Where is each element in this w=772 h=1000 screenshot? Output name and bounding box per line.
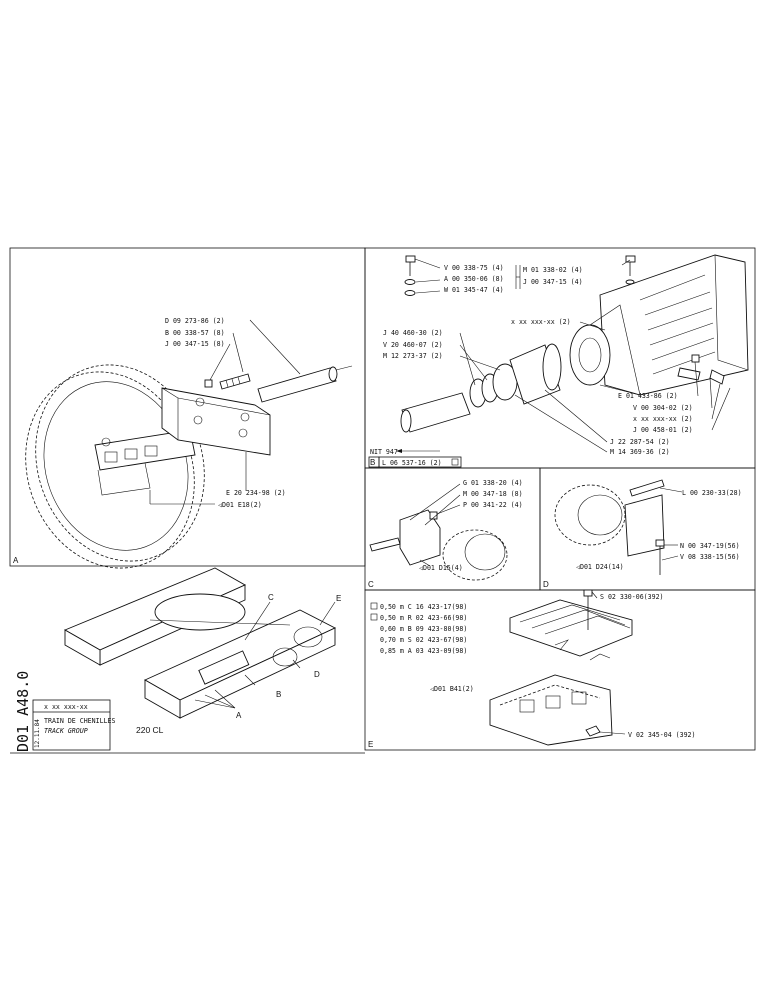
sheet-title-fr: TRAIN DE CHENILLES (44, 717, 115, 725)
panel-d-letter: D (543, 580, 549, 589)
label-e-bottom: V 02 345-04 (392) (628, 731, 696, 739)
label-d-3: V 08 338-15(56) (680, 553, 740, 561)
label-d-1: L 00 230-33(28) (682, 489, 742, 497)
overview-callout-b: B (276, 690, 281, 699)
text-b-letter: B (370, 458, 375, 467)
label-e-ref: ◁D01 B41(2) (430, 685, 474, 693)
label-e-shoe-3: 0,60 m B 09 423-80(98) (380, 625, 467, 633)
label-c-1: G 01 338-20 (4) (463, 479, 523, 487)
sheet-title-en: TRACK GROUP (44, 727, 88, 735)
label-b-right-3: x xx xxx-xx (2) (633, 415, 693, 423)
label-b-top-right-1: M 01 338-02 (4) (523, 266, 583, 274)
overview-callout-e: E (336, 594, 341, 603)
label-a-4: E 20 234-98 (2) (226, 489, 286, 497)
panel-frames (9, 247, 756, 754)
panel-e-letter: E (368, 740, 373, 749)
overview-callout-d: D (314, 670, 320, 679)
label-b-bottom-2: M 14 369-36 (2) (610, 448, 670, 456)
label-b-top-1: V 00 338-75 (4) (444, 264, 504, 272)
label-b-bottom-1: J 22 287-54 (2) (610, 438, 670, 446)
track-shoe-drawing (370, 589, 633, 746)
panel-c-letter: C (368, 580, 374, 589)
label-b-right-1: E 01 433-86 (2) (618, 392, 678, 400)
undercarriage-overview-drawing (63, 567, 337, 719)
label-d-4: ◁D01 D24(14) (576, 563, 624, 571)
label-b-left-2: V 20 460-07 (2) (383, 341, 443, 349)
label-b-left-1: J 40 460-30 (2) (383, 329, 443, 337)
label-e-top: S 02 330-06(392) (600, 593, 664, 601)
sheet-code: D01 A48.0 (14, 671, 32, 752)
label-b-top-3: W 01 345-47 (4) (444, 286, 504, 294)
label-e-shoe-4: 0,70 m S 02 423-67(98) (380, 636, 467, 644)
carrier-roller-drawing (369, 483, 508, 581)
label-c-4: ◁D01 D15(4) (419, 564, 463, 572)
label-b-right-4: J 00 458-01 (2) (633, 426, 693, 434)
overview-callout-a: A (236, 711, 242, 720)
label-a-3: J 00 347-15 (8) (165, 340, 225, 348)
label-e-shoe-2: 0,50 m R 02 423-66(98) (380, 614, 467, 622)
label-c-2: M 00 347-18 (8) (463, 490, 523, 498)
label-a-2: B 00 338-57 (8) (165, 329, 225, 337)
label-b-box: L 06 537-16 (2) (382, 459, 442, 467)
label-e-shoe-1: 0,50 m C 16 423-17(98) (380, 603, 467, 611)
label-a-1: D 09 273-86 (2) (165, 317, 225, 325)
label-b-hub: x xx xxx-xx (2) (511, 318, 571, 326)
label-d-2: N 00 347-19(56) (680, 542, 740, 550)
label-b-top-right-2: J 00 347-15 (4) (523, 278, 583, 286)
label-b-left-3: M 12 273-37 (2) (383, 352, 443, 360)
label-e-shoe-5: 0,85 m A 03 423-09(98) (380, 647, 467, 655)
label-c-3: P 00 341-22 (4) (463, 501, 523, 509)
label-a-5: ◁D01 E18(2) (218, 501, 262, 509)
sheet-model: 220 CL (136, 725, 164, 735)
sheet-date: 12.11.84 (34, 719, 41, 748)
label-b-right-2: V 00 304-02 (2) (633, 404, 693, 412)
sheet-part-no: x xx xxx-xx (44, 703, 88, 711)
label-b-nit: NIT 947 (370, 448, 398, 456)
overview-callout-c: C (268, 593, 274, 602)
tensioner-drawing (368, 254, 749, 468)
idler-wheel-drawing (25, 319, 353, 569)
panel-a-letter: A (13, 556, 19, 565)
track-roller-drawing (554, 479, 683, 575)
label-b-top-2: A 00 350-06 (8) (444, 275, 504, 283)
